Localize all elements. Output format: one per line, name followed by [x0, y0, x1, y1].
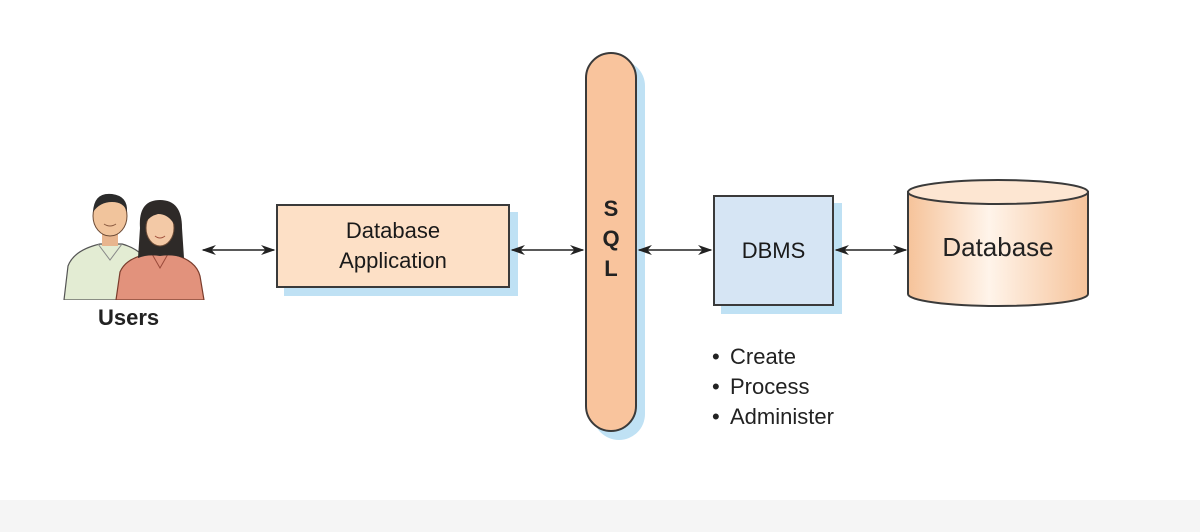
list-item-process: Process — [712, 372, 834, 402]
sql-letter-s: S — [603, 196, 619, 221]
sql-letter-l: L — [604, 256, 618, 281]
dbms-label: DBMS — [741, 237, 806, 263]
sql-letter-q: Q — [602, 226, 620, 251]
application-label-line-1: Database — [345, 218, 441, 243]
users-label: Users — [98, 305, 160, 330]
database-application-box: Database Application — [276, 204, 510, 288]
dbms-function-list: Create Process Administer — [712, 342, 834, 432]
sql-bar: S Q L — [585, 52, 637, 432]
list-item-create: Create — [712, 342, 834, 372]
bottom-band — [0, 500, 1200, 532]
dbms-box: DBMS — [713, 195, 834, 306]
list-item-administer: Administer — [712, 402, 834, 432]
users-icon — [63, 193, 205, 300]
application-label-line-2: Application — [339, 248, 447, 273]
connector-layer — [201, 179, 1089, 307]
architecture-diagram: Users Database Application S Q L DBMS Cr… — [0, 0, 1200, 500]
database-cylinder — [907, 179, 1089, 307]
database-label: Database — [942, 232, 1054, 262]
